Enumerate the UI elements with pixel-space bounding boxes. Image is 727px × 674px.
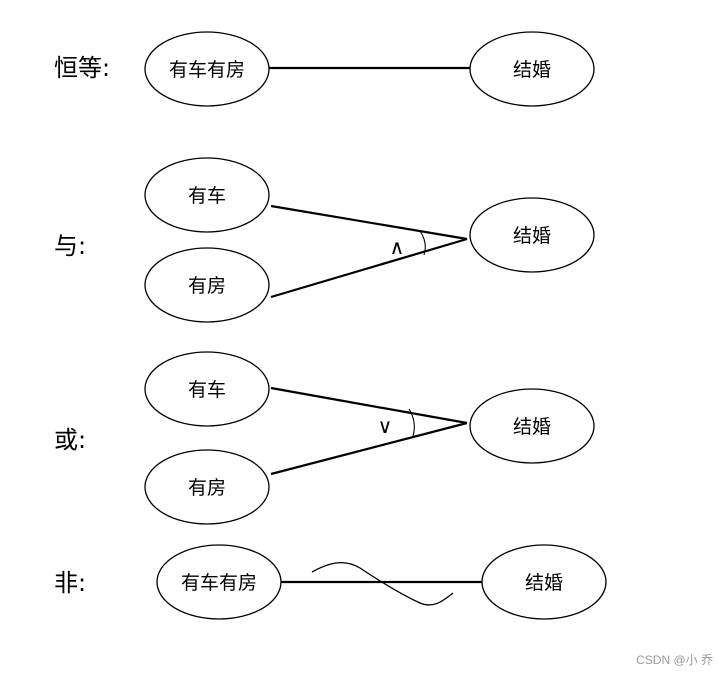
edge-and-bottom	[270, 237, 468, 299]
edge-or-bottom	[270, 421, 468, 476]
node-or-result-label: 结婚	[513, 416, 551, 438]
operator-arc-and	[419, 230, 426, 256]
node-or-bottom-label: 有房	[188, 477, 226, 499]
node-not-condition	[156, 544, 282, 620]
row-and: 与: ∧ 有车 有房 结婚	[54, 157, 595, 323]
node-identity-result	[469, 31, 595, 107]
node-identity-condition	[144, 31, 270, 107]
node-and-top-label: 有车	[188, 185, 226, 207]
row-not: 非: 有车有房 结婚	[54, 544, 607, 620]
node-and-top	[144, 157, 270, 233]
edge-and-top	[270, 204, 468, 241]
node-or-result	[469, 388, 595, 464]
row-label-not: 非:	[54, 569, 86, 597]
node-not-condition-label: 有车有房	[181, 572, 257, 594]
node-not-result	[481, 544, 607, 620]
operator-symbol-or: ∨	[378, 414, 393, 438]
node-or-bottom	[144, 449, 270, 525]
node-and-result	[469, 197, 595, 273]
negation-tilde	[311, 562, 454, 606]
node-identity-condition-label: 有车有房	[169, 59, 245, 81]
row-label-and: 与:	[54, 232, 86, 260]
watermark: CSDN @小 乔	[636, 653, 713, 667]
node-or-top-label: 有车	[188, 379, 226, 401]
node-and-bottom-label: 有房	[188, 275, 226, 297]
node-or-top	[144, 351, 270, 427]
row-identity: 恒等: 有车有房 结婚	[54, 31, 595, 107]
operator-symbol-and: ∧	[390, 235, 405, 259]
node-and-result-label: 结婚	[513, 225, 551, 247]
operator-arc-or	[408, 408, 415, 437]
row-or: 或: ∨ 有车 有房 结婚	[54, 351, 595, 525]
node-identity-result-label: 结婚	[513, 59, 551, 81]
row-label-or: 或:	[54, 426, 86, 454]
row-label-identity: 恒等:	[54, 54, 110, 82]
edge-or-top	[270, 386, 468, 425]
node-not-result-label: 结婚	[525, 572, 563, 594]
node-and-bottom	[144, 247, 270, 323]
